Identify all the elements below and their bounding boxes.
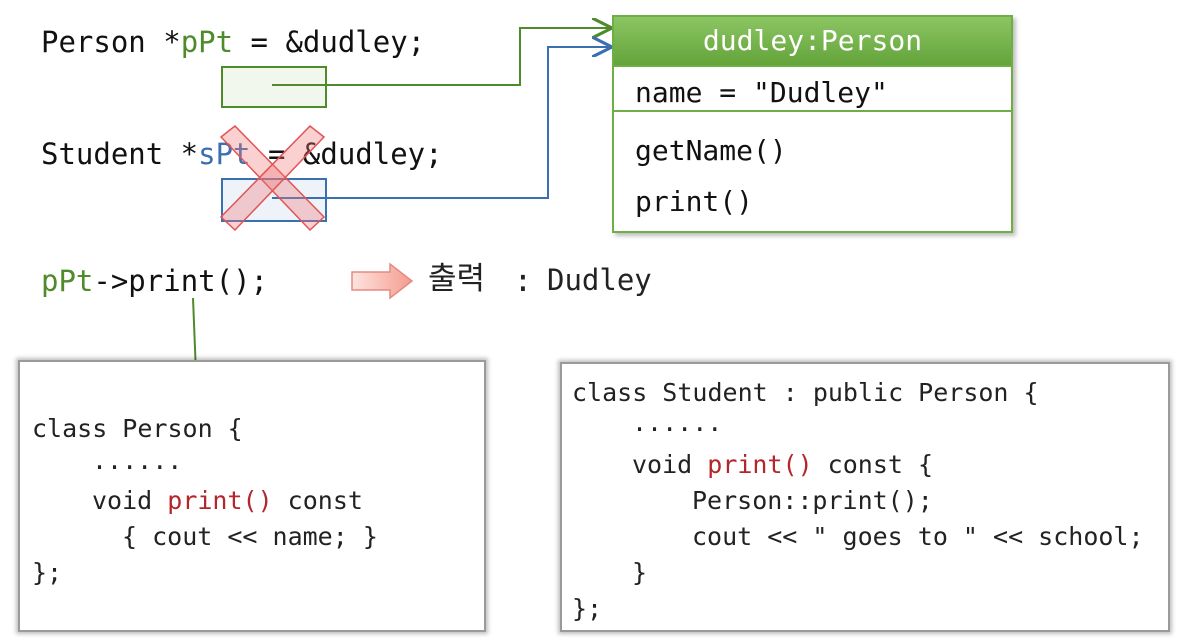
uml-object-box: dudley:Person name = "Dudley" getName() … <box>612 15 1013 233</box>
output-arrow-icon <box>351 262 414 300</box>
invalid-cross-icon <box>219 124 326 232</box>
person-class-header: class Person { <box>32 414 243 443</box>
student-print-close: } <box>632 558 648 587</box>
call-ppt: pPt <box>41 264 94 298</box>
uml-title: dudley:Person <box>614 17 1011 65</box>
person-const: const <box>272 486 363 515</box>
print-call: pPt->print(); <box>41 267 268 296</box>
pperson-declaration: Person *pPt = &dudley; <box>41 28 425 57</box>
student-class-dots: ...... <box>632 408 723 437</box>
student-print-body-1: Person::print(); <box>692 486 933 515</box>
student-void: void <box>632 450 708 479</box>
student-print-signature: void print() const { <box>632 452 933 477</box>
assign-dudley-2: = &dudley; <box>250 137 443 171</box>
student-class-header: class Student : public Person { <box>572 378 1039 407</box>
student-print-name: print() <box>707 450 813 479</box>
person-print-body: { cout << name; } <box>122 522 378 551</box>
uml-method-print: print() <box>635 185 754 218</box>
person-class-dots: ...... <box>92 446 183 475</box>
ppt-pointer-box <box>221 66 327 108</box>
uml-divider-2 <box>614 110 1011 112</box>
student-class-box: class Student : public Person { ...... v… <box>560 362 1170 632</box>
type-student: Student * <box>41 137 199 171</box>
output-label: 출력 <box>428 261 486 297</box>
uml-divider-1 <box>614 65 1011 67</box>
output-value: Dudley <box>547 263 652 297</box>
student-declaration: Student *sPt = &dudley; <box>41 140 443 169</box>
output-separator: : <box>495 263 551 299</box>
student-print-body-2: cout << " goes to " << school; <box>692 522 1144 551</box>
spt-arrow <box>272 47 610 199</box>
person-print-signature: void print() const <box>92 488 363 513</box>
uml-attribute: name = "Dudley" <box>635 76 888 109</box>
assign-dudley-1: = &dudley; <box>233 25 426 59</box>
person-class-box: class Person { ...... void print() const… <box>18 360 486 632</box>
call-print: ->print(); <box>93 264 268 298</box>
spt-variable: sPt <box>198 137 251 171</box>
uml-method-getname: getName() <box>635 134 787 167</box>
type-person: Person * <box>41 25 181 59</box>
student-class-close: }; <box>572 594 603 623</box>
ppt-variable: pPt <box>180 25 234 59</box>
person-class-close: }; <box>32 558 63 587</box>
ppt-arrow <box>272 28 610 86</box>
person-print-name: print() <box>167 486 273 515</box>
student-const: const { <box>812 450 934 479</box>
person-void: void <box>92 486 168 515</box>
